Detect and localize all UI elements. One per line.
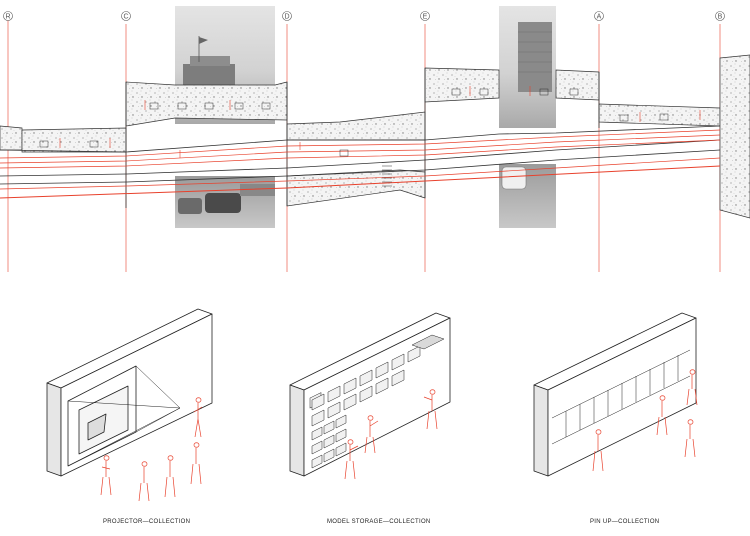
axonometric-panels [46, 308, 698, 502]
grid-bubble-a: A [594, 11, 604, 21]
svg-text:C: C [123, 14, 128, 21]
grid-bubble-r: R [3, 11, 13, 21]
projection-cone [67, 365, 181, 467]
caption-model-storage-collection: MODEL STORAGE—COLLECTION [327, 519, 431, 525]
section-furniture [39, 88, 669, 157]
grid-bubble-b: B [715, 11, 725, 21]
grid-bubble-d: D [282, 11, 292, 21]
floor-slabs [0, 68, 721, 208]
model-storage-figures [344, 389, 438, 480]
pin-up-boards [551, 349, 691, 445]
caption-pin-up-collection: PIN UP—COLLECTION [590, 519, 660, 525]
svg-text:R: R [5, 14, 10, 21]
site-photo-right [499, 6, 556, 228]
grid-bubble-e: E [420, 11, 430, 21]
section-figures [59, 86, 701, 158]
grid-bubble-c: C [121, 11, 131, 21]
projector-figures [100, 397, 203, 502]
red-ramp-lines [0, 129, 721, 199]
svg-text:E: E [423, 14, 428, 21]
svg-text:B: B [718, 14, 723, 21]
caption-projector-collection: PROJECTOR—COLLECTION [103, 519, 191, 525]
pin-up-wall [533, 312, 697, 477]
pin-up-figures [592, 369, 698, 472]
building-section-drawing: R C D E A B [0, 6, 750, 272]
storage-cubbies [309, 334, 445, 469]
stair [382, 165, 392, 187]
concrete-section [0, 54, 750, 219]
svg-text:A: A [597, 14, 602, 21]
projector-wall [46, 308, 213, 477]
svg-text:D: D [284, 14, 289, 21]
